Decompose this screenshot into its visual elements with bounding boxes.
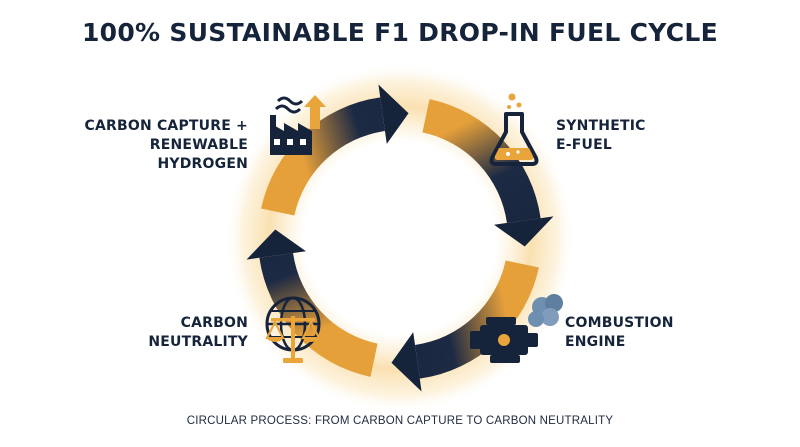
stage-label-carbon-capture: CARBON CAPTURE + RENEWABLE HYDROGEN bbox=[70, 117, 248, 174]
globe-scales-icon bbox=[265, 296, 321, 363]
stage-label-line: ENGINE bbox=[565, 334, 626, 350]
stage-label-line: COMBUSTION bbox=[565, 315, 674, 331]
stage-label-line: E-FUEL bbox=[556, 137, 612, 153]
stage-label-line: NEUTRALITY bbox=[148, 334, 248, 350]
stage-label-line: SYNTHETIC bbox=[556, 118, 646, 134]
ring-segment-top bbox=[261, 97, 385, 216]
ring-segment-right bbox=[422, 99, 541, 223]
diagram-caption: CIRCULAR PROCESS: FROM CARBON CAPTURE TO… bbox=[186, 415, 614, 427]
arrowhead-left bbox=[246, 229, 306, 260]
cycle-arrows bbox=[246, 84, 554, 392]
stage-label-line: RENEWABLE HYDROGEN bbox=[149, 137, 248, 172]
flask-icon bbox=[489, 93, 539, 166]
stage-label-combustion-engine: COMBUSTION ENGINE bbox=[565, 314, 685, 352]
stage-label-line: CARBON bbox=[180, 315, 248, 331]
diagram-title: 100% SUSTAINABLE F1 DROP-IN FUEL CYCLE bbox=[81, 18, 719, 47]
arrowhead-right bbox=[494, 216, 554, 247]
engine-icon bbox=[470, 294, 563, 363]
factory-icon bbox=[270, 95, 326, 155]
arrowhead-top bbox=[378, 84, 409, 144]
arrowhead-bottom bbox=[391, 332, 422, 392]
stage-label-synthetic-efuel: SYNTHETIC E-FUEL bbox=[556, 117, 676, 155]
ring-segment-bottom bbox=[415, 260, 539, 379]
stage-label-line: CARBON CAPTURE + bbox=[84, 118, 248, 134]
stage-label-carbon-neutrality: CARBON NEUTRALITY bbox=[120, 314, 248, 352]
